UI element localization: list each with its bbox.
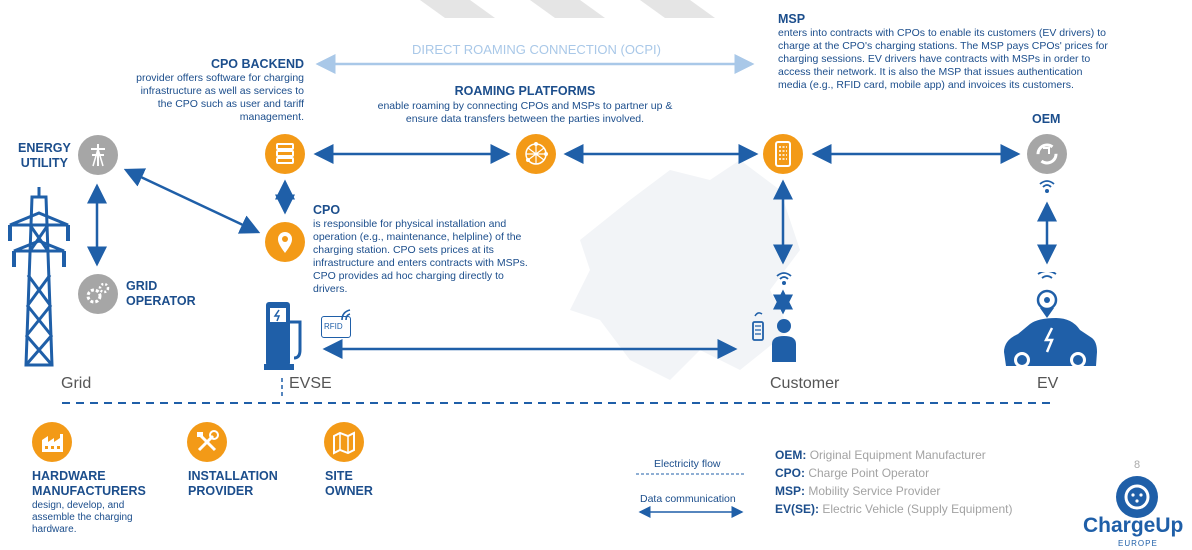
oem-sync-icon [1027,134,1067,174]
energy-utility-label: ENERGY UTILITY [18,141,71,170]
installation-provider-title: INSTALLATION PROVIDER [188,469,278,498]
oem-label: OEM [1032,112,1061,126]
msp-title: MSP [778,12,806,26]
customer-wireless-icon [776,272,792,285]
roaming-platforms-title: ROAMING PLATFORMS [454,84,596,98]
rfid-label: RFID [324,322,343,331]
glossary-item-msp: MSP: Mobility Service Provider [775,484,941,498]
charging-station-icon [264,302,302,370]
glossary-item-oem: OEM: Original Equipment Manufacturer [775,448,986,462]
tools-icon [187,422,227,462]
network-icon [516,134,556,174]
glossary-item-ev: EV(SE): Electric Vehicle (Supply Equipme… [775,502,1013,516]
cpo-backend-title: CPO BACKEND [210,57,304,71]
site-owner-title: SITE OWNER [325,469,373,498]
energy-utility-icon [78,135,118,175]
electric-vehicle-icon [1004,272,1097,368]
grid-operator-label: GRID OPERATOR [126,279,196,308]
map-icon [324,422,364,462]
mobile-app-icon [763,134,803,174]
axis-grid-label: Grid [61,375,92,392]
brand-subtitle: EUROPE [1118,539,1158,548]
data-communication-label: Data communication [640,493,736,505]
brand-name: ChargeUp [1083,514,1184,537]
glossary-item-cpo: CPO: Charge Point Operator [775,466,930,480]
hardware-manufacturers-title: HARDWARE MANUFACTURERS [32,469,146,498]
electricity-flow-label: Electricity flow [654,458,721,470]
oem-wireless-icon [1039,180,1055,193]
direct-roaming-label: DIRECT ROAMING CONNECTION (OCPI) [412,42,661,57]
hardware-manufacturers-description: design, develop, and assemble the chargi… [32,500,133,535]
transmission-tower-icon [8,187,70,367]
axis-customer-label: Customer [770,375,840,392]
cpo-backend-description: provider offers software for charging in… [136,72,304,123]
cpo-title: CPO [313,203,341,217]
factory-icon [32,422,72,462]
grid-operator-icon [78,274,118,314]
roaming-platforms-description: enable roaming by connecting CPOs and MS… [377,100,673,125]
top-decoration [420,0,715,18]
server-icon [265,134,305,174]
europe-map-background [570,160,800,380]
glossary: OEM: Original Equipment Manufacturer CPO… [775,446,1065,518]
cpo-description: is responsible for physical installation… [313,218,528,295]
page-number: 8 [1134,459,1141,471]
customer-person-icon [752,312,796,362]
axis-evse-label: EVSE [289,375,332,392]
rfid-wireless-icon [341,309,351,321]
rfid-card-icon: RFID [321,316,351,338]
axis-ev-label: EV [1037,375,1059,392]
location-pin-icon [265,222,305,262]
chargeup-logo-icon [1116,476,1158,518]
msp-description: enters into contracts with CPOs to enabl… [778,27,1108,91]
